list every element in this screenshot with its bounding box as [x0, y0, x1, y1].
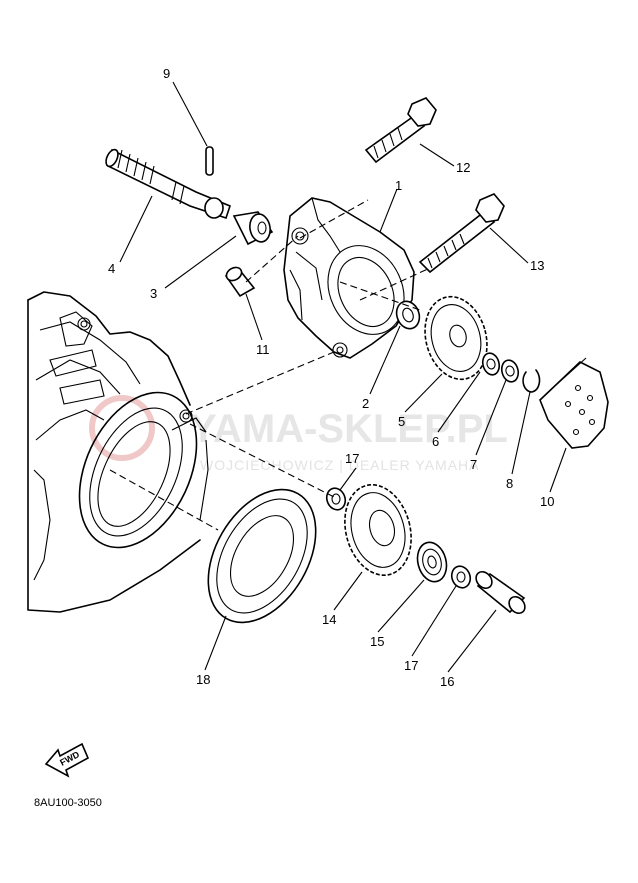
callout-6: 6 — [432, 434, 439, 449]
callout-14: 14 — [322, 612, 336, 627]
washer-part-17-upper — [325, 487, 347, 511]
washer-part-6 — [481, 352, 501, 376]
pin-part-9 — [205, 146, 214, 176]
callout-labels: 9 4 3 11 1 12 13 2 5 6 7 8 10 17 14 15 1… — [108, 66, 554, 689]
gear-part-5 — [424, 295, 488, 381]
washer-part-17-lower — [450, 565, 472, 589]
callout-2: 2 — [362, 396, 369, 411]
callout-7: 7 — [470, 457, 477, 472]
callout-12: 12 — [456, 160, 470, 175]
callout-5: 5 — [398, 414, 405, 429]
crankcase-housing — [27, 291, 209, 613]
bearing-part-15 — [416, 541, 448, 583]
callout-10: 10 — [540, 494, 554, 509]
dowel-part-11 — [224, 266, 256, 298]
callout-9: 9 — [163, 66, 170, 81]
callout-3: 3 — [150, 286, 157, 301]
diagram-code: 8AU100-3050 — [34, 797, 102, 809]
gasket-part-18 — [207, 488, 317, 624]
bolt-part-13 — [418, 193, 505, 274]
alignment-lines — [109, 199, 431, 531]
cover-part-1 — [283, 197, 415, 359]
callout-15: 15 — [370, 634, 384, 649]
gear-part-14 — [344, 484, 412, 576]
bolt-part-12 — [364, 97, 437, 164]
watermark-subtext: WOJCIECHOWICZ | DEALER YAMAHA — [200, 457, 479, 473]
collar-part-3 — [232, 211, 274, 246]
callout-1: 1 — [395, 178, 402, 193]
circlip-part-8 — [522, 369, 541, 393]
callout-16: 16 — [440, 674, 454, 689]
watermark-logo-icon — [89, 395, 155, 461]
watermark: YAMA-SKLEP.PL WOJCIECHOWICZ | DEALER YAM… — [89, 395, 508, 473]
watermark-text: YAMA-SKLEP.PL — [190, 407, 508, 451]
callout-17-lower: 17 — [404, 658, 418, 673]
shaft-part-4 — [105, 148, 231, 220]
plate-part-10 — [539, 357, 609, 449]
leader-lines — [119, 81, 567, 673]
callout-13: 13 — [530, 258, 544, 273]
callout-17-upper: 17 — [345, 451, 359, 466]
callout-4: 4 — [108, 261, 115, 276]
callout-11: 11 — [256, 342, 270, 357]
sleeve-part-16 — [475, 570, 526, 615]
washer-part-7 — [500, 359, 520, 383]
fwd-arrow-icon: FWD — [44, 742, 90, 778]
callout-18: 18 — [196, 672, 210, 687]
callout-8: 8 — [506, 476, 513, 491]
